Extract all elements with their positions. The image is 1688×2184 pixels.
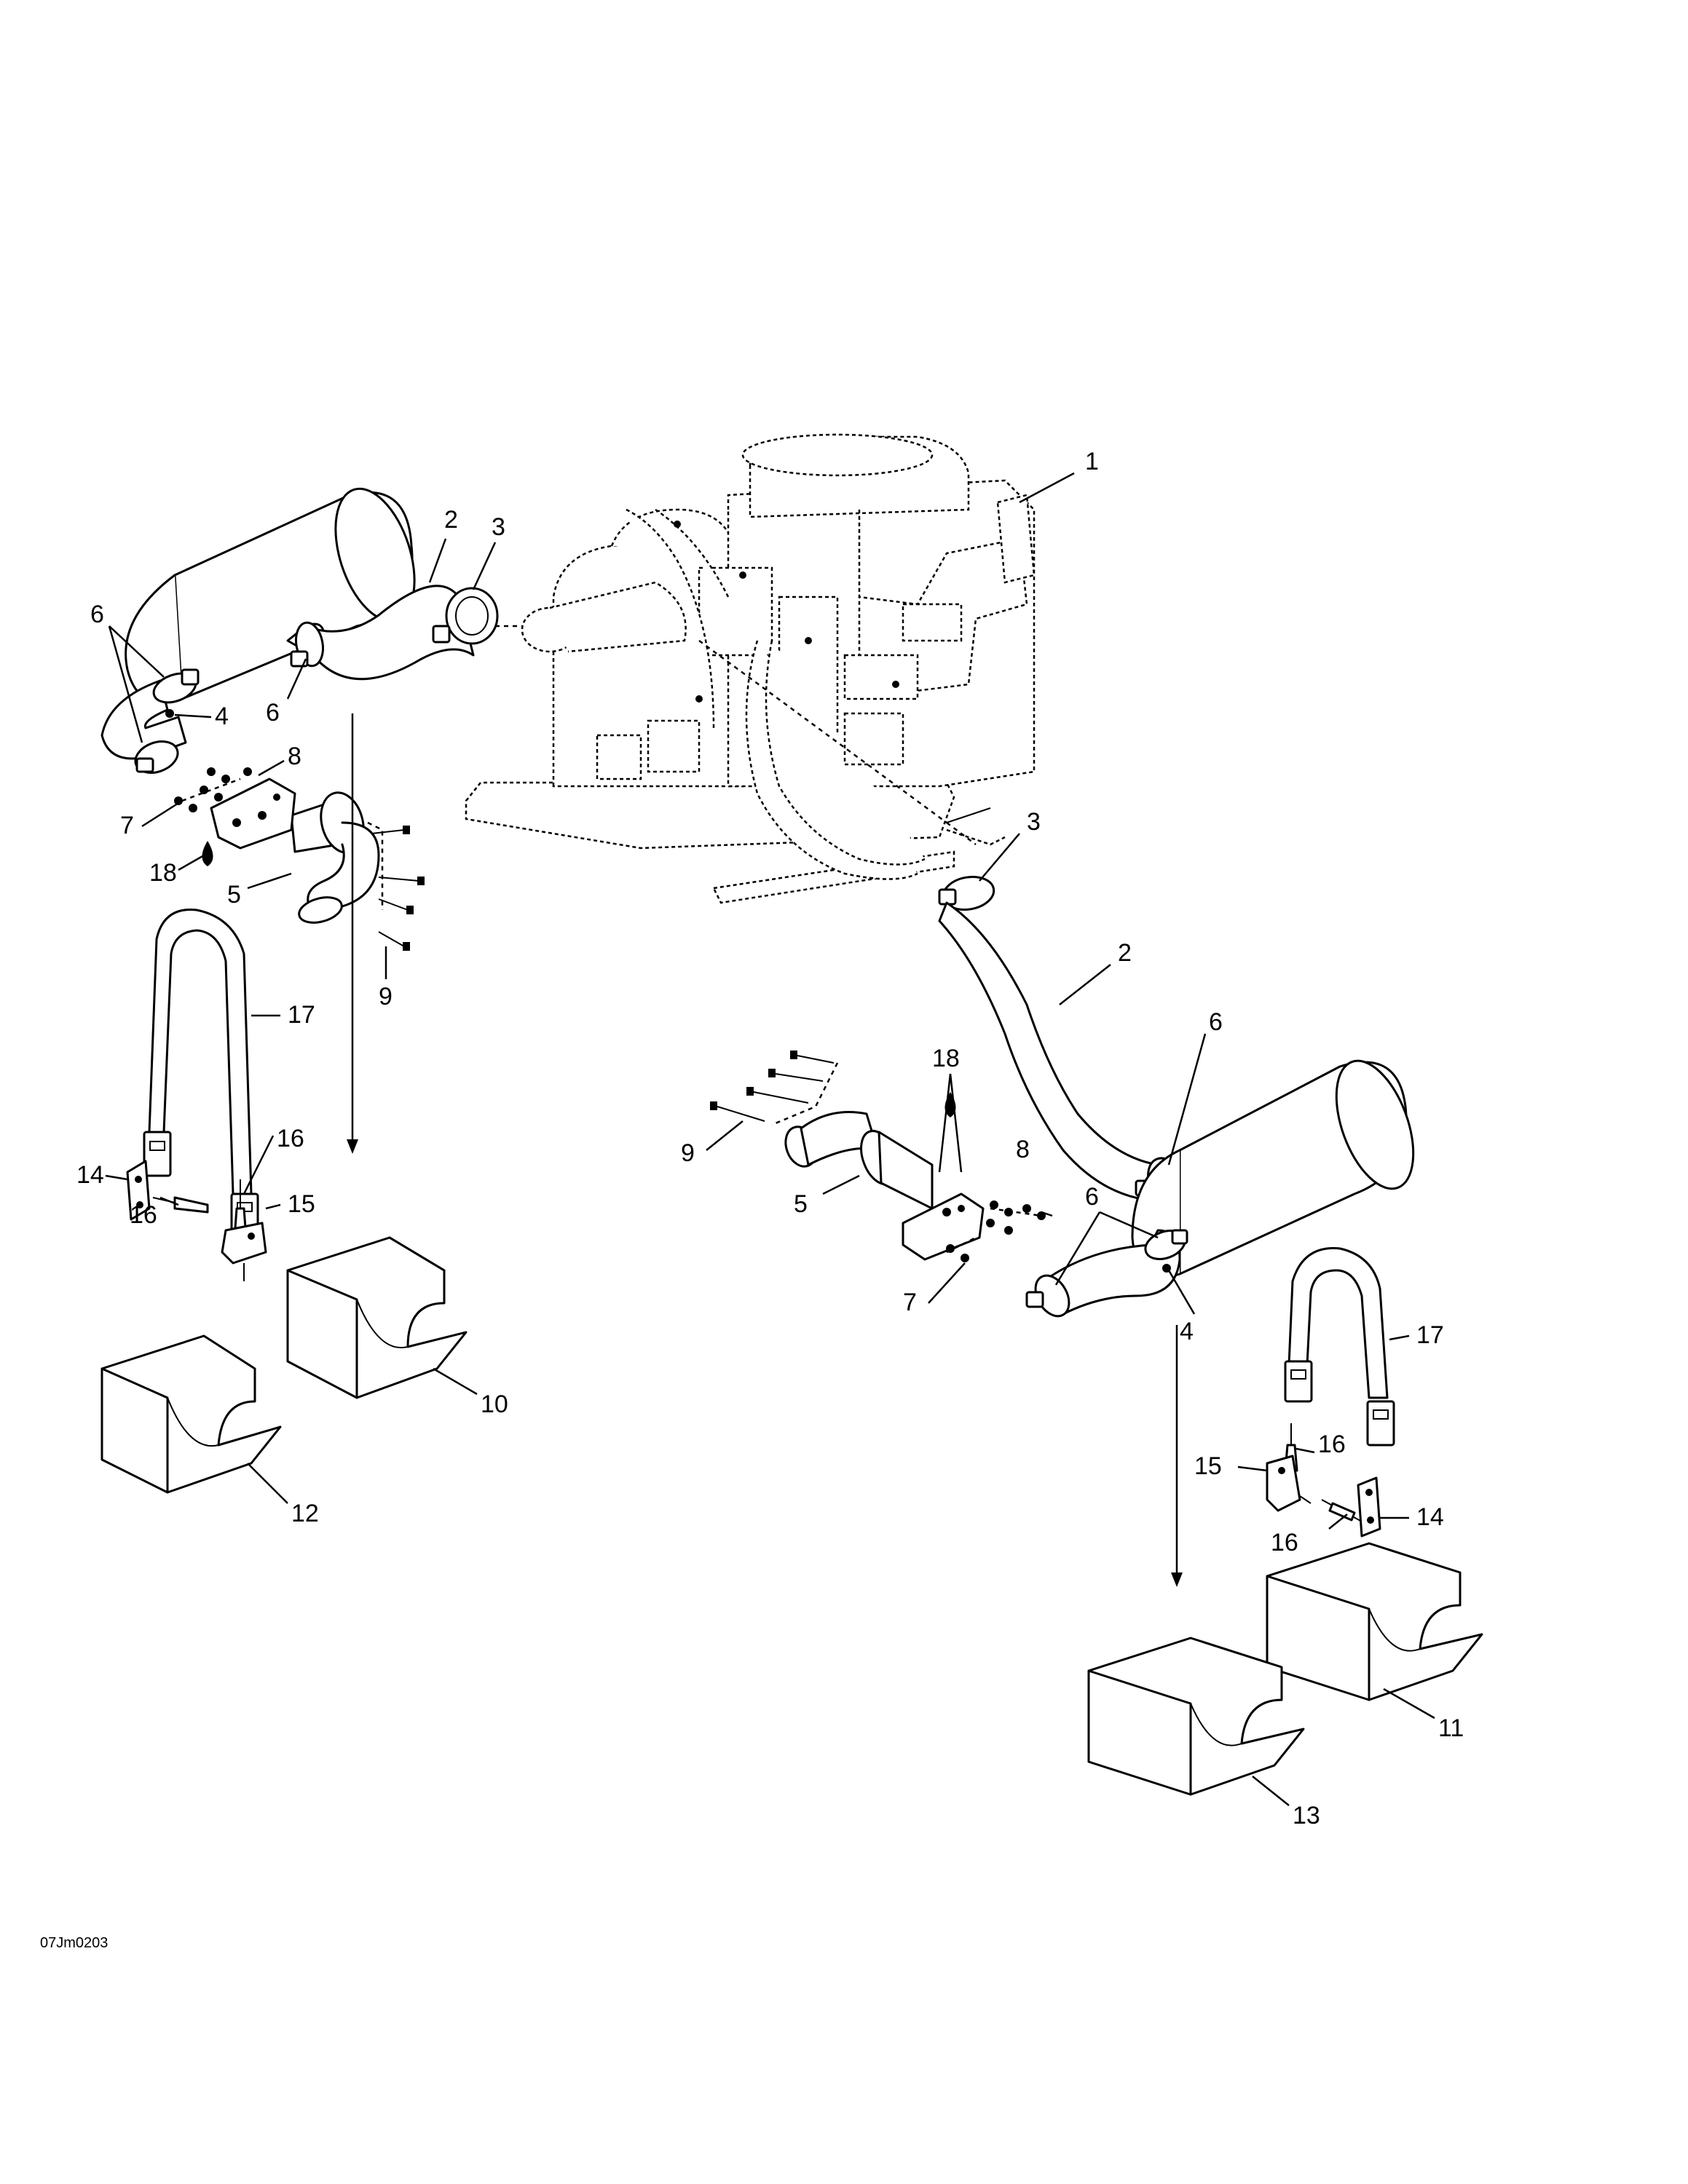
hose-clamp-3-left — [432, 587, 499, 645]
callout-9-left: 9 — [379, 983, 393, 1010]
hose-clamp-6-right-bottom — [1025, 1274, 1070, 1318]
mount-bracket-14-right — [1357, 1476, 1381, 1538]
callout-12: 12 — [291, 1500, 319, 1527]
callout-1: 1 — [1085, 448, 1099, 475]
callout-14-right: 14 — [1416, 1503, 1444, 1531]
nuts-washers-left — [174, 767, 252, 812]
exhaust-pipe-5-left — [290, 791, 380, 924]
drawing-reference: 07Jm0203 — [40, 1935, 108, 1951]
muffler-nut-left — [165, 709, 174, 718]
callout-16-left-bottom: 16 — [130, 1201, 157, 1229]
callout-15-right: 15 — [1194, 1452, 1222, 1480]
callout-14-left: 14 — [76, 1161, 104, 1189]
muffler-strap-17-left — [143, 909, 259, 1239]
callout-11: 11 — [1438, 1714, 1464, 1742]
callout-6-left-top: 6 — [90, 601, 104, 628]
assembly-alignment-lines — [698, 639, 991, 845]
insulation-block-11 — [1266, 1542, 1483, 1701]
callout-5-left: 5 — [227, 881, 241, 909]
callout-17-left: 17 — [288, 1001, 315, 1029]
callout-15-left: 15 — [288, 1190, 315, 1218]
installation-arrow-left — [347, 713, 358, 1154]
callout-3-left: 3 — [492, 513, 505, 541]
callout-6-left-pipe: 6 — [266, 699, 280, 727]
callout-16-right-top: 16 — [1318, 1431, 1346, 1458]
callout-16-left-top: 16 — [277, 1125, 304, 1152]
exhaust-manifold-outlet — [495, 581, 687, 653]
callout-8-left: 8 — [288, 743, 301, 770]
callout-5-right: 5 — [794, 1190, 808, 1218]
rivet-16-right-horizontal — [1321, 1499, 1362, 1522]
muffler-strap-17-right — [1284, 1247, 1395, 1447]
hose-clamp-6-left-top — [152, 668, 200, 704]
callout-18-right: 18 — [932, 1045, 960, 1072]
callout-9-right: 9 — [681, 1139, 695, 1167]
pipe-bracket-left — [210, 778, 296, 850]
rivet-16-left-horizontal — [152, 1196, 209, 1214]
engine-assembly — [465, 433, 1036, 904]
insulation-block-10 — [286, 1236, 468, 1399]
leader-lines — [105, 472, 1435, 1806]
callout-13: 13 — [1293, 1802, 1320, 1829]
callout-6-right-bottom: 6 — [1085, 1183, 1099, 1211]
callout-16-right-bottom: 16 — [1271, 1529, 1298, 1556]
callout-4-left: 4 — [215, 703, 229, 730]
hose-clamp-6-left-bottom — [134, 740, 179, 774]
mount-bracket-15-right — [1266, 1455, 1312, 1512]
insulation-block-13 — [1087, 1637, 1305, 1796]
insulation-block-12 — [100, 1334, 282, 1494]
callout-18-left: 18 — [149, 859, 177, 887]
hose-clamp-6-right-top — [1144, 1229, 1188, 1260]
callout-6-right-pipe: 6 — [1209, 1008, 1223, 1036]
callout-2-left: 2 — [444, 506, 458, 534]
bolts-9-right — [710, 1051, 839, 1126]
callout-17-right: 17 — [1416, 1321, 1444, 1349]
callout-7-left: 7 — [120, 812, 134, 839]
callout-3-right: 3 — [1027, 808, 1041, 836]
exhaust-pipe-5-right — [784, 1111, 934, 1210]
mount-bracket-15-left — [221, 1222, 267, 1281]
callout-8-right: 8 — [1016, 1136, 1030, 1163]
mount-bracket-14-left — [126, 1160, 151, 1221]
sealant-drop-18-left — [202, 841, 213, 866]
pipe-bracket-right — [902, 1192, 985, 1261]
exhaust-hose-2-left — [304, 585, 475, 681]
callout-7-right: 7 — [903, 1289, 917, 1316]
hose-clamp-3-right — [938, 875, 995, 911]
callout-10: 10 — [481, 1390, 508, 1418]
callout-4-right: 4 — [1180, 1318, 1194, 1345]
callout-2-right: 2 — [1118, 939, 1132, 967]
nuts-washers-right — [946, 1200, 1046, 1262]
bolts-9-left — [367, 821, 425, 951]
installation-arrow-right — [1171, 1325, 1183, 1587]
callout-labels: 1 2 3 6 4 6 8 7 18 5 9 17 16 14 16 15 10… — [40, 448, 1464, 1951]
